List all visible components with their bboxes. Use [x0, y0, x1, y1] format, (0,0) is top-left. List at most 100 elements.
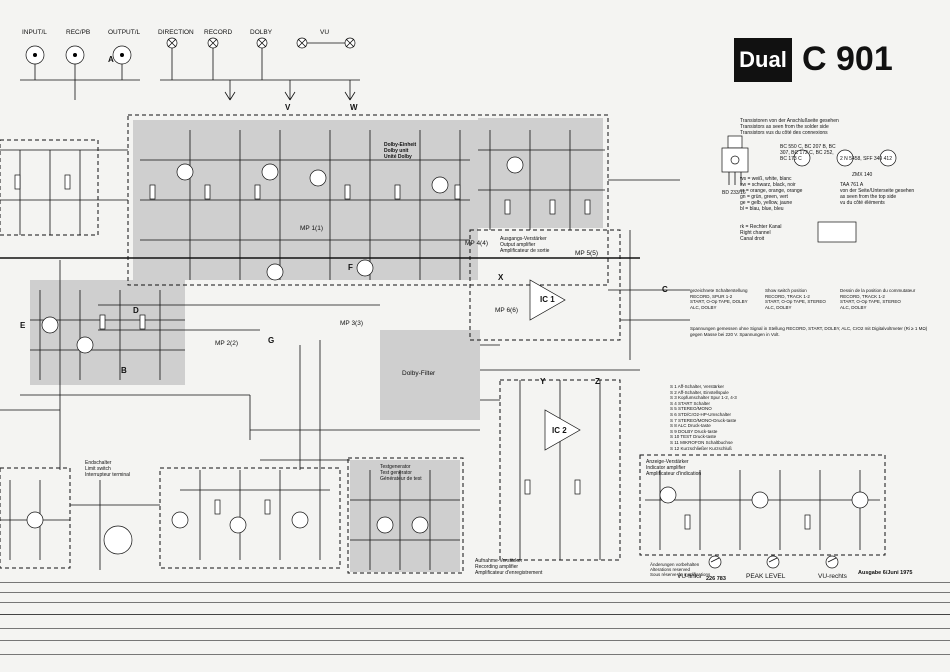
alc-block-shade: [30, 280, 185, 385]
indicator-amp-outline: [639, 454, 886, 556]
switch-item: S 3 Kopfumschalter Spur 1-2, 4-3: [670, 395, 737, 401]
voltage-note: Spannungen gemessen ohne Signal in Stell…: [690, 326, 928, 337]
connector-label-recpb: REC/PB: [66, 29, 90, 36]
reserve-note: Änderungen vorbehalten Alterations reser…: [650, 562, 711, 577]
switch-position-de: gezeichnete Schalterstellung RECORD, SPU…: [690, 288, 748, 310]
opamps: [529, 279, 581, 451]
test-gen-label: Testgenerator Test generator Générateur …: [380, 464, 422, 482]
indicator-label-direction: DIRECTION: [158, 29, 194, 36]
indicator-label-vu: VU: [320, 29, 329, 36]
upper-right-block-shade: [478, 118, 603, 228]
switch-position-en: Show switch position RECORD, TRACK 1-2 S…: [765, 288, 826, 310]
tag-d: D: [133, 306, 139, 315]
test-point-3: MP 3(3): [340, 320, 363, 327]
wiring: [0, 130, 880, 570]
test-point-4: MP 4(4): [465, 240, 488, 247]
left-lower-outline: [0, 467, 71, 569]
test-point-2: MP 2(2): [215, 340, 238, 347]
ic1-label: IC 1: [540, 295, 555, 304]
dolby-filter-label: Dolby-Filter: [402, 370, 436, 377]
color-code-line: ge = gelb, yellow, jaune: [740, 200, 793, 206]
transistor-notes: Transistoren von der Anschlußseite geseh…: [740, 118, 940, 242]
transistor-outlines: [721, 135, 897, 243]
tag-v: V: [285, 103, 291, 112]
tag-x: X: [498, 273, 504, 282]
output-amp-label: Ausgangs-Verstärker Output amplifier Amp…: [500, 236, 550, 254]
tag-y: Y: [540, 377, 546, 386]
color-code-line: ws = weiß, white, blanc: [740, 176, 792, 182]
signal-arrows: [224, 80, 356, 101]
switch-item: S 9 DOLBY Druck-taste: [670, 428, 718, 434]
parts-grid-row: [0, 592, 950, 603]
parts-grid-row: [0, 614, 950, 625]
connector-label-input: INPUT/L: [22, 29, 47, 36]
dolby-unit-label: Dolby-Einheit Dolby unit Unité Dolby: [384, 142, 417, 160]
model-title: C 901: [802, 40, 893, 78]
zmx-label: ZMX 140: [852, 172, 873, 178]
test-point-5: MP 5(5): [575, 250, 598, 257]
indicator-label-record: RECORD: [204, 29, 232, 36]
dolby-filter-shade: [380, 330, 480, 420]
color-code-line: or = orange, orange, orange: [740, 188, 803, 194]
transistors: [26, 156, 869, 555]
parts-grid-row: [0, 628, 950, 639]
vu-left-label: VU-links: [677, 573, 702, 580]
tag-a: A: [108, 55, 114, 64]
switch-item: S 10 TEST Druck-taste: [670, 434, 717, 440]
connector-label-output: OUTPUT/L: [108, 29, 141, 36]
switch-item: S 6 STD/CrO2-HP-Umschalter: [670, 411, 732, 417]
switch-item: S 4 START Schalter: [670, 400, 711, 406]
switch-item: S 1 Aff-Schalter, Verstärker: [670, 384, 724, 389]
channel-note: rk = Rechter Kanal Right channel Canal d…: [740, 224, 782, 242]
transistor-notes-title: Transistoren von der Anschlußseite geseh…: [740, 118, 839, 136]
switch-item: S 12 Kurzschließer Kurzschluß: [670, 445, 732, 451]
switch-item: S 8 ALC Druck-taste: [670, 423, 711, 429]
tag-w: W: [350, 103, 358, 112]
switch-item: S 11 MIKROFON Schaltbuchse: [670, 439, 733, 445]
parts-grid-row: [0, 640, 950, 651]
color-code-line: bl = blau, blue, bleu: [740, 206, 784, 212]
tag-f: F: [348, 263, 353, 272]
left-input-outline: [0, 139, 99, 236]
catalog-number: 226 783: [706, 576, 726, 582]
tag-e: E: [20, 321, 26, 330]
tag-c: C: [662, 285, 668, 294]
test-generator-shade: [350, 460, 460, 572]
rec-amp-label: Aufnahme-Verstärker Recording amplifier …: [475, 558, 543, 576]
parts-grid-footer: [0, 582, 950, 672]
passive-components: [14, 174, 811, 530]
indicator-label-dolby: DOLBY: [250, 29, 273, 36]
switch-position-fr: Dessin de la position du commutateur REC…: [840, 288, 916, 310]
tag-z: Z: [595, 377, 600, 386]
bd-label: BD 233/16: [722, 190, 746, 196]
tag-g: G: [268, 336, 274, 345]
transistor-types-1: BC 550 C, BC 207 B, BC 307, BC 172 C, BC…: [780, 144, 836, 162]
switch-item: S 5 STEREO/MONO: [670, 406, 712, 412]
parts-grid-row: [0, 582, 950, 593]
indicator-lamps: [160, 37, 360, 81]
transistor-types-2: 2 N 5458, SFF 349 412: [840, 156, 892, 162]
indicator-amp-label: Anzeige-Verstärker Indicator amplifier A…: [646, 459, 702, 477]
tag-b: B: [121, 366, 127, 375]
vu-right-label: VU-rechts: [818, 573, 848, 580]
test-point-6: MP 6(6): [495, 307, 518, 314]
peak-level-label: PEAK LEVEL: [746, 573, 786, 580]
switch-list: S 1 Aff-Schalter, Verstärker S 2 Aff-Sch…: [670, 384, 790, 451]
end-switch-label: Endschalter Limit switch Interrupteur te…: [85, 460, 131, 478]
connectors: [20, 45, 140, 100]
ic2-label: IC 2: [552, 426, 567, 435]
switch-item: S 2 Aff-Schalter, Einstellspule: [670, 389, 729, 395]
parts-grid-row: [0, 654, 950, 665]
output-amp-outline: [469, 229, 621, 341]
ic-note: TAA 761 A von der Seite/Unterseite geseh…: [840, 182, 915, 206]
color-code-line: gn = grün, green, vert: [740, 194, 788, 200]
parts-grid-row: [0, 602, 950, 613]
switch-item: S 7 STEREO/MONO-Druck-taste: [670, 417, 737, 423]
color-codes: ws = weiß, white, blanc sw = schwarz, bl…: [740, 176, 940, 212]
color-code-line: sw = schwarz, black, noir: [740, 182, 796, 188]
test-gen-outline: [347, 457, 464, 574]
edition-label: Ausgabe 6/Juni 1975: [858, 570, 913, 576]
vu-meters: [708, 555, 839, 569]
